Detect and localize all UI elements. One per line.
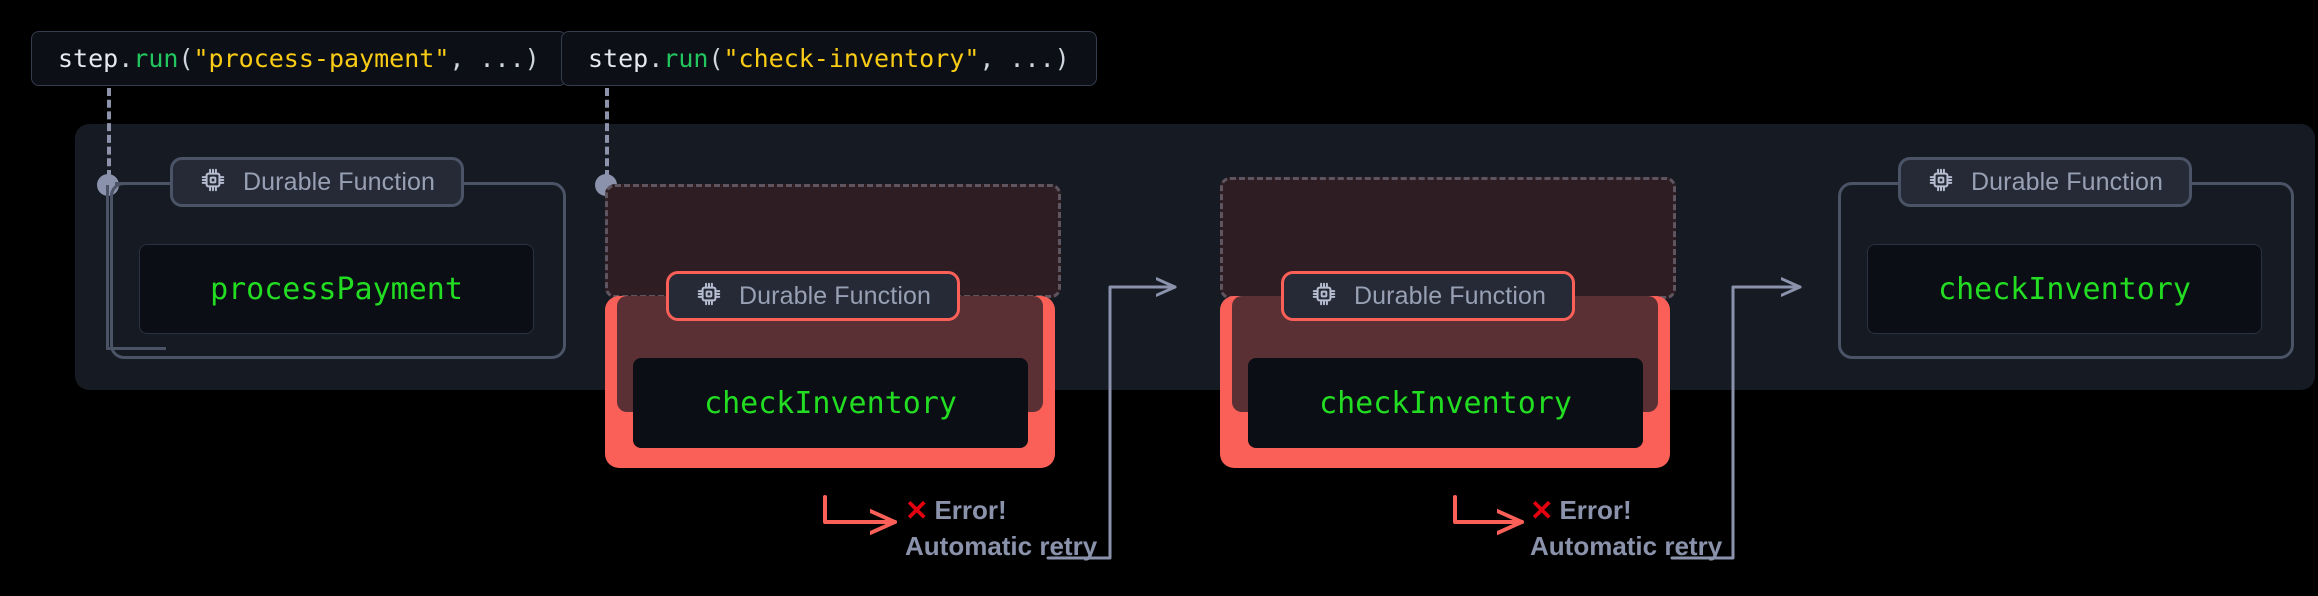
callout-rest: , ...) (449, 44, 540, 73)
error-note-subtitle: Automatic retry (1530, 531, 1723, 561)
callout-open-paren: ( (178, 44, 194, 73)
cpu-chip-icon (1310, 280, 1338, 313)
leader-line-check-inventory (605, 88, 609, 178)
badge-durable-function-4[interactable]: Durable Function (1898, 157, 2192, 207)
function-name: processPayment (210, 271, 463, 307)
callout-argument: "process-payment" (193, 44, 450, 73)
error-note-title: Error! (1559, 495, 1632, 525)
callout-check-inventory[interactable]: step.run("check-inventory", ...) (561, 31, 1097, 86)
badge-durable-function-2[interactable]: Durable Function (666, 271, 960, 321)
callout-dot: . (118, 44, 134, 73)
error-note-title-row: ✕ Error! (905, 495, 1097, 526)
callout-method: run (133, 44, 179, 73)
error-note-title-row: ✕ Error! (1530, 495, 1722, 526)
error-note-subtitle: Automatic retry (905, 531, 1098, 561)
function-name: checkInventory (1319, 385, 1572, 421)
callout-rest: , ...) (979, 44, 1070, 73)
function-box-process-payment[interactable]: processPayment (139, 244, 534, 334)
error-arrow-2 (1453, 495, 1524, 522)
error-arrow-1 (823, 495, 897, 522)
leader-line-process-payment (107, 88, 111, 178)
cpu-chip-icon (1927, 166, 1955, 199)
function-name: checkInventory (1938, 271, 2191, 307)
callout-process-payment[interactable]: step.run("process-payment", ...) (31, 31, 567, 86)
callout-argument: "check-inventory" (723, 44, 980, 73)
callout-method: run (663, 44, 709, 73)
badge-label: Durable Function (739, 281, 931, 310)
frame-left-rail-1 (106, 185, 109, 350)
badge-label: Durable Function (243, 167, 435, 196)
cpu-chip-icon (199, 166, 227, 199)
badge-durable-function-3[interactable]: Durable Function (1281, 271, 1575, 321)
error-x-icon: ✕ (1530, 494, 1554, 526)
error-note-title: Error! (934, 495, 1007, 525)
callout-dot: . (648, 44, 664, 73)
error-note-1: ✕ Error! Automatic retry (905, 495, 1097, 562)
callout-object: step (58, 44, 119, 73)
function-box-check-inventory-2[interactable]: checkInventory (1248, 358, 1643, 448)
callout-open-paren: ( (708, 44, 724, 73)
error-note-2: ✕ Error! Automatic retry (1530, 495, 1722, 562)
function-name: checkInventory (704, 385, 957, 421)
error-x-icon: ✕ (905, 494, 929, 526)
cpu-chip-icon (695, 280, 723, 313)
frame-bottom-rail-1 (106, 347, 166, 350)
badge-label: Durable Function (1354, 281, 1546, 310)
function-box-check-inventory-success[interactable]: checkInventory (1867, 244, 2262, 334)
function-box-check-inventory-1[interactable]: checkInventory (633, 358, 1028, 448)
badge-durable-function-1[interactable]: Durable Function (170, 157, 464, 207)
callout-object: step (588, 44, 649, 73)
badge-label: Durable Function (1971, 167, 2163, 196)
